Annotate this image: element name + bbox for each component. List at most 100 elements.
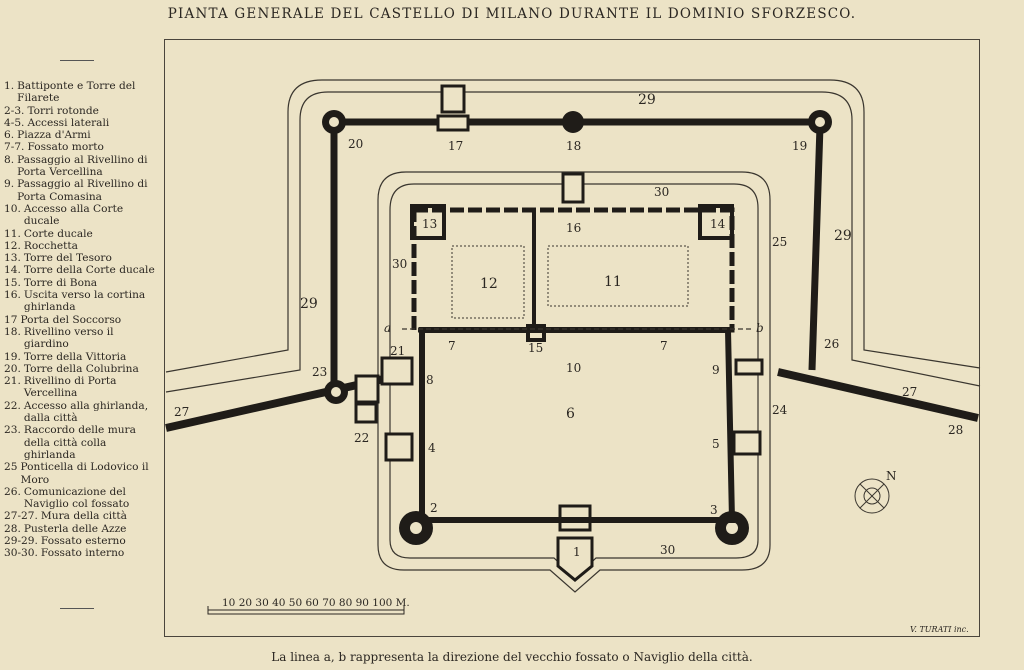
- label-3: 3: [710, 503, 718, 517]
- legend-text: Accesso alla Corte ducale: [23, 202, 124, 228]
- engraver-signature: V. TURATI inc.: [910, 625, 969, 634]
- plan-caption: La linea a, b rappresenta la direzione d…: [271, 650, 753, 664]
- scale-bar: [207, 606, 405, 615]
- legend-item: 6.Piazza d'Armi: [4, 129, 156, 141]
- label-5: 5: [712, 437, 720, 451]
- label-23: 23: [312, 365, 327, 379]
- legend-text: Porta del Soccorso: [20, 313, 122, 326]
- legend-item: 9.Passaggio al Rivellino di Porta Comasi…: [4, 178, 156, 203]
- label-16: 16: [566, 221, 581, 235]
- legend-number: 13.: [4, 252, 21, 265]
- legend-item: 14.Torre della Corte ducale: [4, 264, 156, 276]
- label-a: a: [384, 321, 391, 335]
- legend-number: 26.: [4, 485, 21, 498]
- legend-bottom-rule: [60, 608, 94, 609]
- legend-text: Rivellino di Porta Vercellina: [23, 375, 117, 400]
- legend-text: Accessi laterali: [27, 116, 110, 129]
- legend-top-rule: [60, 60, 94, 61]
- legend-item: 13.Torre del Tesoro: [4, 252, 156, 264]
- legend-text: Fossato esterno: [40, 534, 126, 547]
- torre-13: [410, 204, 446, 240]
- legend-number: 23.: [4, 424, 21, 437]
- legend-number: 18.: [4, 325, 21, 338]
- label-29b: 29: [300, 296, 318, 312]
- legend-text: Passaggio al Rivellino di Porta Vercelli…: [17, 153, 148, 179]
- legend-item: 4-5.Accessi laterali: [4, 117, 156, 129]
- legend-item: 22.Accesso alla ghirlanda, dalla città: [4, 400, 156, 425]
- label-24: 24: [772, 403, 788, 417]
- porta-soccorso: [440, 84, 466, 114]
- legend-item: 7-7.Fossato morto: [4, 141, 156, 153]
- legend-number: 6.: [4, 129, 15, 142]
- legend-number: 2-3.: [4, 104, 25, 117]
- label-29c: 29: [834, 228, 852, 244]
- legend-item: 8.Passaggio al Rivellino di Porta Vercel…: [4, 154, 156, 179]
- legend-number: 22.: [4, 399, 21, 412]
- legend-number: 27-27.: [4, 510, 38, 523]
- legend-number: 19.: [4, 350, 21, 363]
- castle-walls: [419, 327, 736, 523]
- legend-text: Comunicazione del Naviglio col fossato: [23, 485, 130, 511]
- city-wall-east: [777, 368, 979, 422]
- label-27a: 27: [174, 405, 189, 419]
- legend-number: 15.: [4, 276, 21, 289]
- plan-frame: [164, 39, 980, 637]
- label-11: 11: [604, 274, 622, 290]
- label-20: 20: [348, 137, 363, 151]
- label-28: 28: [948, 423, 963, 437]
- legend-text: Corte ducale: [23, 227, 93, 240]
- label-15: 15: [528, 341, 543, 355]
- label-7a: 7: [448, 339, 456, 353]
- legend-item: 23.Raccordo delle mura della città colla…: [4, 424, 156, 461]
- legend-number: 9.: [4, 178, 15, 191]
- tower-18: [562, 111, 584, 133]
- legend-number: 16.: [4, 289, 21, 302]
- compass: [854, 478, 890, 514]
- legend-text: Torre della Vittoria: [23, 350, 127, 363]
- compass-north-label: N: [886, 469, 897, 483]
- label-10: 10: [566, 361, 581, 375]
- legend-item: 19.Torre della Vittoria: [4, 351, 156, 363]
- label-29a: 29: [638, 92, 656, 108]
- corte-ducale-block: [411, 207, 735, 333]
- plan-title: PIANTA GENERALE DEL CASTELLO DI MILANO D…: [167, 6, 857, 22]
- legend-item: 20.Torre della Colubrina: [4, 363, 156, 375]
- label-21: 21: [390, 344, 405, 358]
- label-12: 12: [480, 276, 498, 292]
- label-6: 6: [566, 406, 575, 422]
- legend-number: 30-30.: [4, 547, 38, 560]
- label-8: 8: [426, 373, 434, 387]
- rocchetta-court: [451, 245, 525, 319]
- legend-text: Torre della Colubrina: [23, 362, 139, 375]
- label-1: 1: [573, 545, 581, 559]
- legend-text: Rocchetta: [23, 239, 79, 252]
- rivellino-21: [380, 356, 414, 386]
- legend-text: Fossato interno: [40, 547, 125, 560]
- legend-number: 12.: [4, 239, 21, 252]
- label-19: 19: [792, 139, 807, 153]
- legend-item: 16.Uscita verso la cortina ghirlanda: [4, 289, 156, 314]
- legend-number: 21.: [4, 375, 21, 388]
- legend-text: Rivellino verso il giardino: [23, 325, 114, 351]
- legend-number: 20.: [4, 362, 21, 375]
- scale-label: 10 20 30 40 50 60 70 80 90 100 M.: [222, 597, 410, 609]
- city-wall-west: [165, 374, 389, 432]
- label-2: 2: [430, 501, 438, 515]
- legend-item: 21.Rivellino di Porta Vercellina: [4, 375, 156, 400]
- legend-text: Passaggio al Rivellino di Porta Comasina: [17, 178, 148, 203]
- legend-number: 25: [4, 461, 18, 474]
- label-9: 9: [712, 363, 720, 377]
- legend-number: 8.: [4, 153, 15, 166]
- legend-item: 15.Torre di Bona: [4, 277, 156, 289]
- legend-text: Fossato morto: [27, 141, 104, 154]
- legend-item: 10.Accesso alla Corte ducale: [4, 203, 156, 228]
- legend-number: 10.: [4, 202, 21, 215]
- legend-text: Torre della Corte ducale: [23, 264, 155, 277]
- inner-moat: [377, 171, 771, 593]
- legend-number: 17: [4, 313, 18, 326]
- legend-item: 18.Rivellino verso il giardino: [4, 326, 156, 351]
